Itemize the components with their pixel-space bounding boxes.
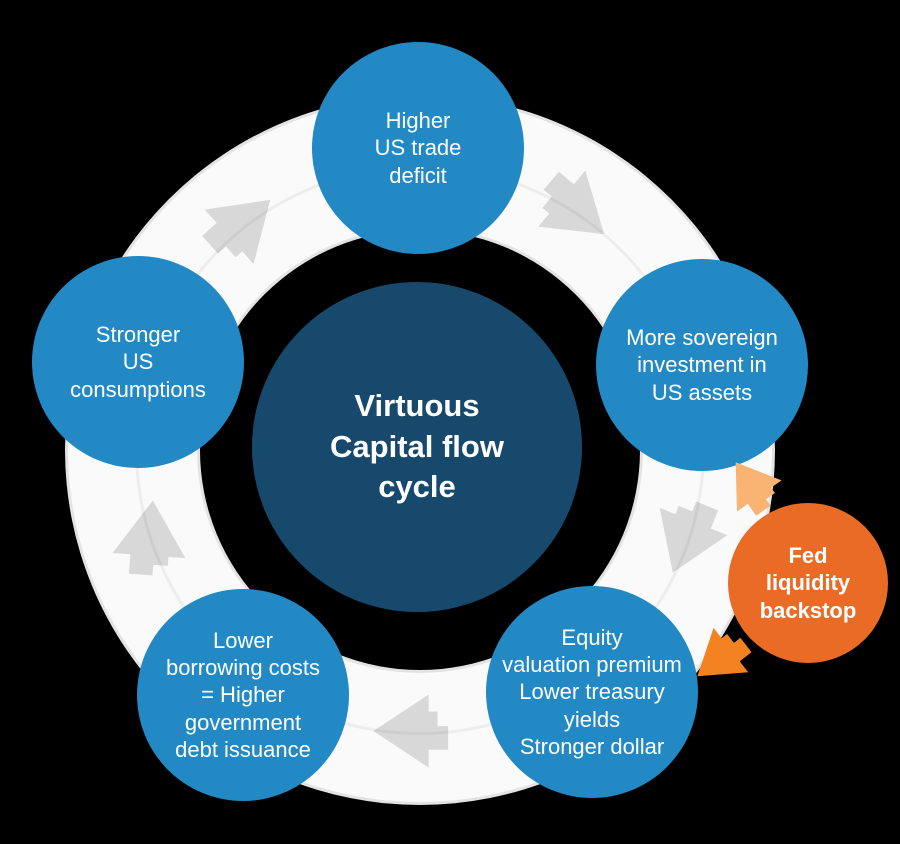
cycle-node-left-label: Stronger US consumptions (70, 322, 206, 402)
cycle-node-bottom-left-label: Lower borrowing costs = Higher governmen… (165, 627, 321, 762)
cycle-node-bottom-right-label: Equity valuation premium Lower treasury … (502, 624, 682, 759)
center-node: Virtuous Capital flow cycle (252, 282, 582, 612)
cycle-node-top: Higher US trade deficit (312, 42, 524, 254)
cycle-node-bottom-left: Lower borrowing costs = Higher governmen… (137, 589, 349, 801)
external-node-fed: Fed liquidity backstop (728, 503, 888, 663)
cycle-node-top-label: Higher US trade deficit (374, 108, 462, 188)
cycle-node-bottom-right: Equity valuation premium Lower treasury … (486, 586, 698, 798)
center-node-label: Virtuous Capital flow cycle (330, 387, 504, 505)
cycle-node-left: Stronger US consumptions (32, 256, 244, 468)
cycle-node-right-label: More sovereign investment in US assets (626, 325, 778, 405)
cycle-node-right: More sovereign investment in US assets (596, 259, 808, 471)
accent-arrow-up-icon (735, 462, 782, 516)
accent-arrow-down-icon (697, 627, 752, 677)
external-node-fed-label: Fed liquidity backstop (759, 542, 857, 623)
